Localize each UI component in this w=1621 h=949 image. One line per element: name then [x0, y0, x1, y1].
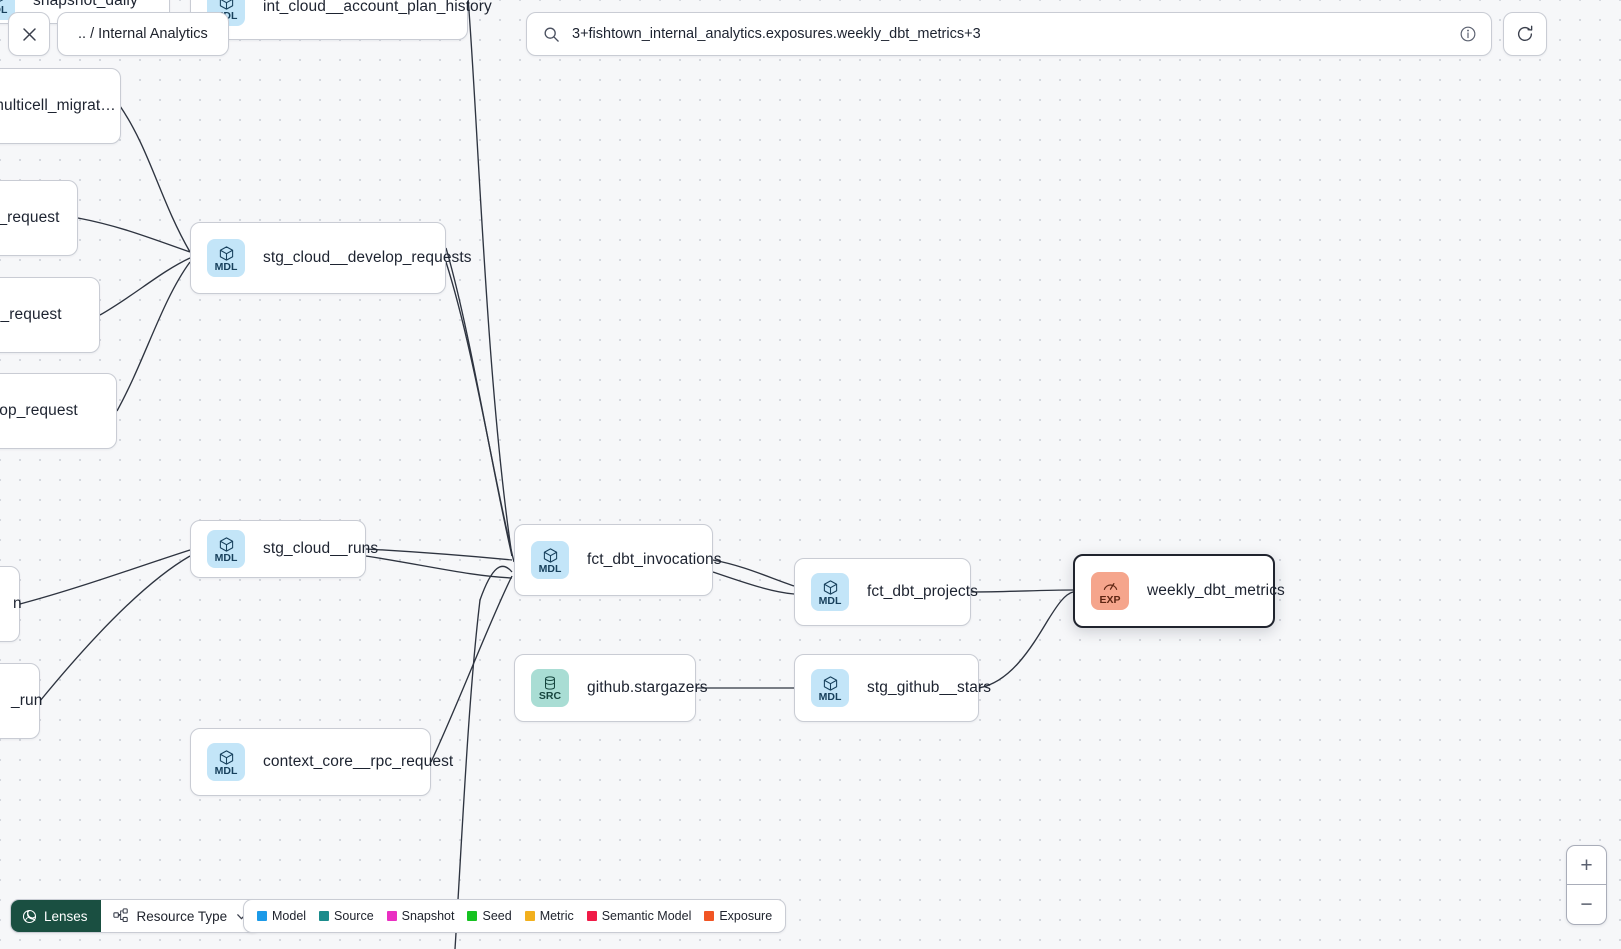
graph-node[interactable]: MDLvelop_request — [0, 277, 100, 353]
resource-type-legend: Model Source Snapshot Seed Metric Semantic Mo… — [243, 899, 787, 933]
graph-node-label: op_request — [0, 209, 60, 226]
zoom-in-button[interactable]: + — [1567, 846, 1606, 885]
mdl-badge-icon: MDL — [811, 669, 849, 707]
legend-item[interactable]: Snapshot — [386, 909, 455, 923]
graph-node-label: context_core__rpc_request — [263, 753, 454, 770]
legend-label: Exposure — [719, 909, 773, 923]
close-icon — [22, 27, 36, 41]
refresh-icon — [1517, 25, 1533, 42]
legend-item[interactable]: Exposure — [704, 909, 772, 923]
legend-label: Model — [272, 909, 307, 923]
graph-node[interactable]: MDL stg_github__stars — [794, 654, 991, 722]
legend-label: Semantic Model — [601, 909, 692, 923]
graph-node-label: _develop_request — [0, 402, 78, 419]
legend-swatch — [467, 911, 478, 921]
graph-node-label: stg_github__stars — [867, 679, 992, 696]
graph-node[interactable]: MDLn — [0, 566, 22, 642]
graph-node-label: stg_cloud__develop_requests — [263, 249, 472, 266]
mdl-badge-icon: MDL — [207, 530, 245, 568]
graph-node[interactable]: MDL fct_dbt_projects — [794, 558, 978, 626]
legend-swatch — [319, 911, 330, 921]
graph-node[interactable]: MDLmulticell_migrat… — [0, 68, 121, 144]
legend-item[interactable]: Metric — [524, 909, 574, 923]
mdl-badge-icon: MDL — [207, 743, 245, 781]
graph-node[interactable]: MDL fct_dbt_invocations — [514, 524, 722, 596]
legend-label: Snapshot — [401, 909, 455, 923]
zoom-controls[interactable]: + − — [1566, 845, 1607, 925]
src-badge-icon: SRC — [531, 669, 569, 707]
graph-node[interactable]: EXP weekly_dbt_metrics — [1073, 554, 1285, 628]
legend-label: Source — [334, 909, 374, 923]
lens-toolbar: Lenses Resource Type — [10, 899, 262, 933]
graph-node[interactable]: MDL stg_cloud__develop_requests — [190, 222, 472, 294]
legend-swatch — [524, 911, 535, 921]
breadcrumb[interactable]: .. / Internal Analytics — [57, 12, 229, 56]
graph-node[interactable]: MDL context_core__rpc_request — [190, 728, 453, 796]
resource-nodes-icon — [112, 908, 128, 923]
lenses-button[interactable]: Lenses — [11, 900, 101, 932]
legend-swatch — [257, 911, 267, 921]
exp-badge-icon: EXP — [1091, 572, 1129, 610]
graph-node-label: n — [13, 595, 22, 612]
graph-node-label: snapshot_daily — [33, 0, 138, 9]
graph-node-label: github.stargazers — [587, 679, 708, 696]
graph-node-label: int_cloud__account_plan_history — [263, 0, 492, 15]
graph-node[interactable]: SRC github.stargazers — [514, 654, 708, 722]
legend-item[interactable]: Seed — [467, 909, 512, 923]
search-input[interactable] — [572, 26, 1447, 42]
graph-node[interactable]: MDL stg_cloud__runs — [190, 520, 378, 578]
graph-node-label: _run — [11, 692, 43, 709]
resource-type-label: Resource Type — [136, 908, 228, 924]
legend-label: Metric — [539, 909, 574, 923]
lens-aperture-icon — [22, 909, 37, 923]
graph-node-label: multicell_migrat… — [0, 97, 116, 114]
zoom-out-button[interactable]: − — [1580, 893, 1593, 916]
graph-node-label: velop_request — [0, 306, 62, 323]
graph-node[interactable]: MDLop_request — [0, 180, 78, 256]
legend-swatch — [704, 911, 715, 921]
legend-swatch — [586, 911, 597, 921]
legend-item[interactable]: Model — [257, 909, 306, 923]
graph-node-label: weekly_dbt_metrics — [1147, 582, 1285, 599]
mdl-badge-icon: MDL — [531, 541, 569, 579]
graph-node-label: stg_cloud__runs — [263, 540, 379, 557]
info-icon[interactable] — [1459, 25, 1477, 43]
graph-node[interactable]: MDL_run — [0, 663, 43, 739]
graph-node-label: fct_dbt_invocations — [587, 551, 722, 568]
close-button[interactable] — [8, 12, 50, 56]
mdl-badge-icon: MDL — [811, 573, 849, 611]
lenses-label: Lenses — [44, 908, 88, 924]
lineage-search-bar[interactable] — [526, 12, 1492, 56]
refresh-button[interactable] — [1503, 12, 1547, 56]
graph-node-label: fct_dbt_projects — [867, 583, 979, 600]
resource-type-dropdown[interactable]: Resource Type — [101, 900, 261, 932]
legend-label: Seed — [482, 909, 512, 923]
mdl-badge-icon: MDL — [207, 239, 245, 277]
legend-swatch — [386, 911, 397, 921]
search-icon — [544, 27, 559, 42]
legend-item[interactable]: Semantic Model — [586, 909, 692, 923]
graph-node[interactable]: MDLint_cloud__account_plan_history — [190, 0, 492, 40]
graph-node[interactable]: MDL_develop_request — [0, 373, 117, 449]
legend-item[interactable]: Source — [319, 909, 374, 923]
